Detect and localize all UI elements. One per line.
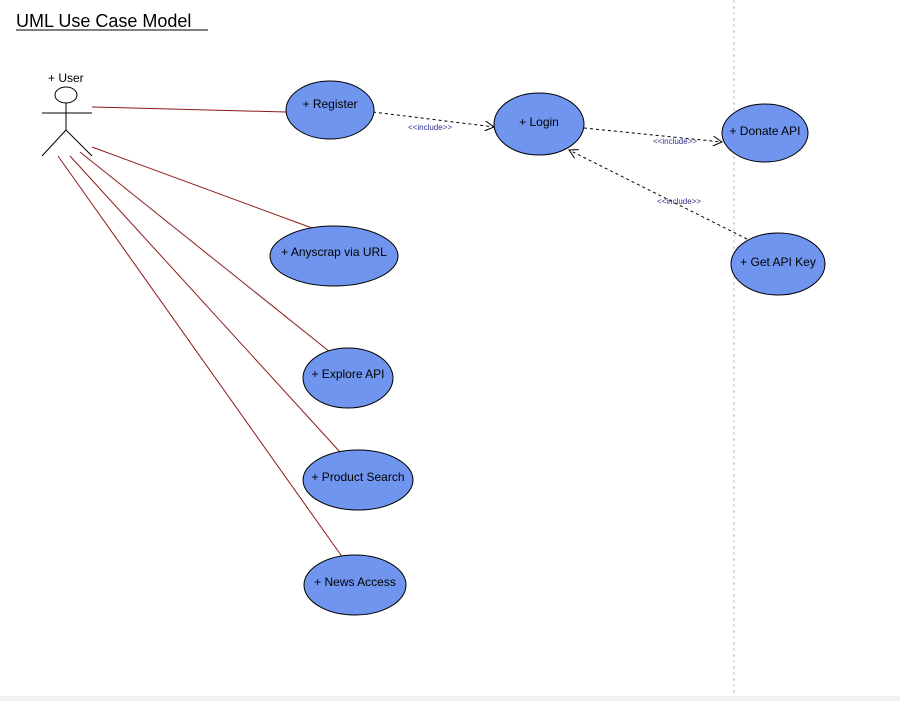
- use-case-news-access[interactable]: + News Access: [303, 554, 407, 616]
- dependencies: <<include>> <<include>> <<include>>: [372, 111, 748, 240]
- actor-left-leg: [41, 129, 67, 157]
- use-case-register-ellipse: [285, 80, 375, 140]
- stereotype-login-donate: <<include>>: [653, 137, 697, 146]
- actor-label: + User: [48, 71, 84, 85]
- use-case-explore-api[interactable]: + Explore API: [302, 347, 394, 409]
- use-case-register-label: + Register: [302, 97, 357, 111]
- association-news-access[interactable]: [57, 155, 344, 559]
- bottom-strip: [0, 696, 900, 701]
- dependency-register-login[interactable]: [372, 111, 494, 127]
- actor-head: [54, 86, 78, 104]
- use-case-login[interactable]: + Login: [493, 92, 585, 156]
- association-register[interactable]: [91, 106, 287, 113]
- use-case-product-search-ellipse: [302, 449, 414, 511]
- use-case-donate-api-label: + Donate API: [729, 124, 800, 138]
- use-case-anyscrap[interactable]: + Anyscrap via URL: [269, 225, 399, 287]
- use-case-anyscrap-ellipse: [269, 225, 399, 287]
- dependency-getkey-login[interactable]: [569, 150, 748, 240]
- diagram-title: UML Use Case Model: [16, 11, 191, 31]
- stereotype-getkey-login: <<include>>: [657, 197, 701, 206]
- use-case-get-api-key[interactable]: + Get API Key: [730, 232, 826, 296]
- use-case-explore-api-label: + Explore API: [311, 367, 384, 381]
- association-product-search[interactable]: [69, 155, 341, 453]
- use-case-register[interactable]: + Register: [285, 80, 375, 140]
- stereotype-register-login: <<include>>: [408, 123, 452, 132]
- associations: [57, 106, 344, 559]
- use-case-donate-api-ellipse: [721, 103, 809, 163]
- association-anyscrap[interactable]: [91, 146, 313, 229]
- use-case-donate-api[interactable]: + Donate API: [721, 103, 809, 163]
- actor-right-leg: [65, 129, 93, 157]
- use-case-news-access-ellipse: [303, 554, 407, 616]
- use-case-anyscrap-label: + Anyscrap via URL: [281, 245, 387, 259]
- use-case-get-api-key-label: + Get API Key: [740, 255, 816, 269]
- use-case-news-access-label: + News Access: [314, 575, 396, 589]
- association-explore-api[interactable]: [79, 151, 331, 353]
- use-case-get-api-key-ellipse: [730, 232, 826, 296]
- use-case-explore-api-ellipse: [302, 347, 394, 409]
- actor-user[interactable]: + User: [41, 71, 93, 157]
- dependency-login-donate[interactable]: [583, 127, 722, 142]
- use-case-product-search[interactable]: + Product Search: [302, 449, 414, 511]
- use-case-product-search-label: + Product Search: [311, 470, 404, 484]
- use-case-login-ellipse: [493, 92, 585, 156]
- use-case-login-label: + Login: [519, 115, 559, 129]
